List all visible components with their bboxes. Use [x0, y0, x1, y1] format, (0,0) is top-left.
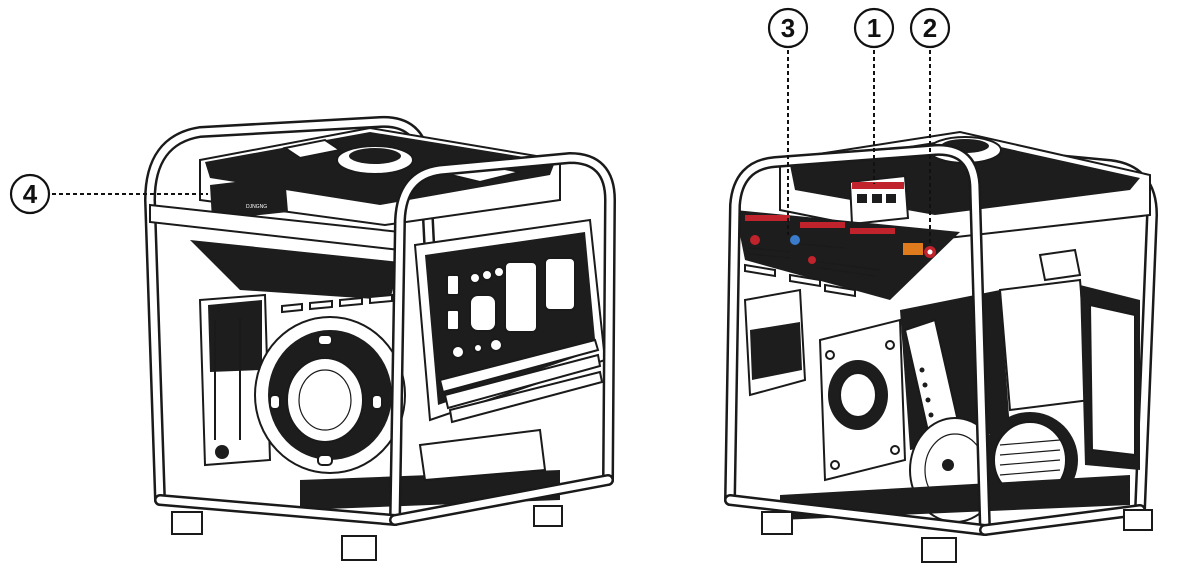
foot: [761, 511, 793, 535]
caution-label: [903, 243, 923, 255]
generator-rear-view: [724, 130, 1158, 563]
frame-front-right: [724, 143, 1146, 536]
recoil-starter: [254, 316, 406, 474]
warning-icon: [750, 235, 760, 245]
ac-outlet-1: [504, 261, 538, 333]
foot: [1123, 509, 1153, 531]
callout-2: 2: [909, 7, 951, 244]
warning-label-top: [848, 174, 910, 226]
callout-circle: [767, 7, 809, 49]
callout-1: 1: [853, 7, 895, 184]
switch-2: [446, 309, 460, 331]
usb-outlet: [469, 294, 497, 332]
ground-terminal: [451, 345, 465, 359]
frame-front-left: [154, 152, 616, 526]
callout-number: 1: [867, 13, 881, 43]
foot: [341, 535, 377, 561]
foot: [921, 537, 957, 563]
nameplate-brand: DJNGNG: [246, 204, 267, 210]
generator-body-right: [735, 130, 1151, 523]
generator-front-view: DJNGNG: [144, 115, 616, 561]
callout-circle: [909, 7, 951, 49]
info-icon: [790, 235, 800, 245]
engine-block: [818, 318, 907, 482]
ac-outlet-2: [544, 257, 576, 311]
callout-4: 4: [9, 173, 208, 215]
callout-number: 2: [923, 13, 937, 43]
callout-number: 4: [23, 179, 38, 209]
foot: [171, 511, 203, 535]
switch-1: [446, 274, 460, 296]
generator-body-left: DJNGNG: [149, 126, 607, 510]
warning-panel: [735, 210, 960, 300]
callout-number: 3: [781, 13, 795, 43]
callout-circle: [853, 7, 895, 49]
callout-3: 3: [767, 7, 809, 235]
callout-circle: [9, 173, 51, 215]
foot: [533, 505, 563, 527]
nameplate: [210, 176, 288, 220]
warning-icon: [808, 256, 816, 264]
